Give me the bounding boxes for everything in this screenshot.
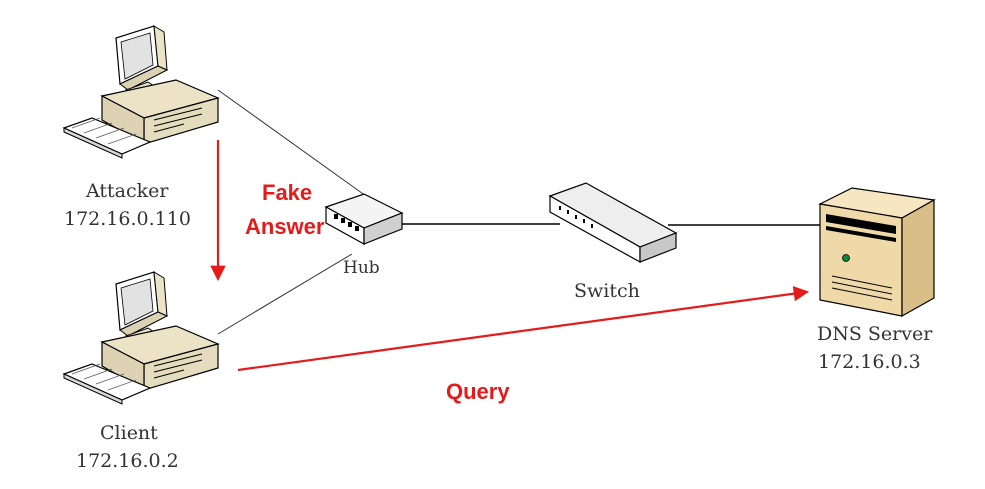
client-computer-icon	[62, 271, 220, 405]
fake-answer-label-line2: Answer	[245, 214, 325, 239]
links	[217, 89, 822, 335]
attacker-ip-label: 172.16.0.110	[64, 208, 191, 230]
link-client-hub	[217, 253, 353, 335]
dns-server-ip-label: 172.16.0.3	[818, 351, 921, 373]
switch-label: Switch	[574, 280, 640, 302]
client-ip-label: 172.16.0.2	[76, 450, 179, 472]
query-arrow	[237, 286, 810, 372]
link-attacker-hub	[217, 89, 367, 197]
switch-icon	[548, 182, 678, 264]
hub-label: Hub	[343, 258, 380, 278]
dns-server-name-label: DNS Server	[817, 323, 933, 345]
dns-server-icon	[818, 187, 936, 318]
query-label: Query	[446, 379, 510, 404]
hub-icon	[324, 193, 404, 246]
attacker-name-label: Attacker	[86, 180, 169, 202]
fake-answer-label-line1: Fake	[262, 180, 313, 205]
attacker-computer-icon	[62, 25, 220, 159]
client-name-label: Client	[100, 422, 158, 444]
arrows	[210, 140, 810, 372]
